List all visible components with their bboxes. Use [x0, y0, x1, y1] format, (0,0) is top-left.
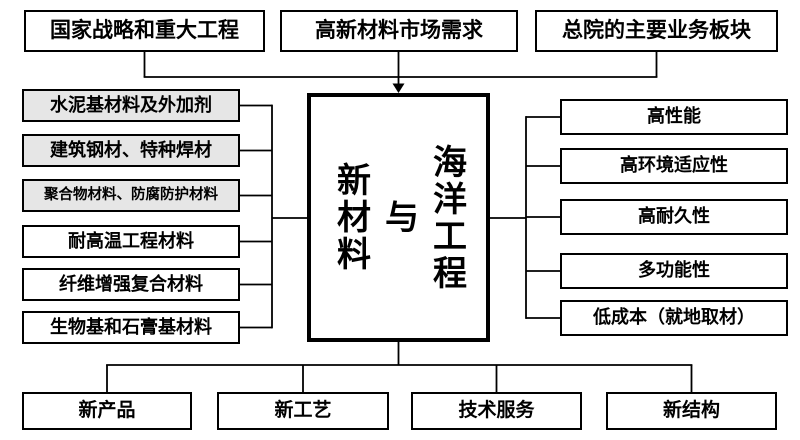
box-label: 建筑钢材、特种焊材 — [50, 139, 212, 160]
box-low-cost: 低成本（就地取材） — [560, 300, 788, 336]
box-label: 国家战略和重大工程 — [50, 19, 239, 43]
box-label: 水泥基材料及外加剂 — [50, 94, 212, 115]
box-business-segments: 总院的主要业务板块 — [535, 10, 778, 52]
box-construction-steel: 建筑钢材、特种焊材 — [22, 134, 240, 167]
box-new-products: 新产品 — [22, 392, 192, 430]
center-title-right-column: 海洋工程 — [427, 143, 466, 292]
box-environmental-adaptability: 高环境适应性 — [560, 148, 788, 184]
box-label: 高新材料市场需求 — [315, 19, 483, 43]
box-label: 纤维增强复合材料 — [59, 273, 203, 294]
box-label: 新产品 — [78, 399, 136, 421]
box-label: 聚合物材料、防腐防护材料 — [44, 186, 218, 203]
box-label: 新结构 — [662, 399, 720, 421]
box-durability: 高耐久性 — [560, 199, 788, 235]
center-title-middle-column: 与 — [379, 199, 418, 236]
arrow-down-icon — [392, 83, 405, 93]
center-title-left-column: 新材料 — [331, 162, 370, 273]
box-new-processes: 新工艺 — [217, 392, 389, 430]
box-label: 多功能性 — [638, 260, 710, 281]
box-polymer-materials: 聚合物材料、防腐防护材料 — [22, 179, 240, 212]
box-national-strategy: 国家战略和重大工程 — [24, 10, 265, 52]
box-high-temp-materials: 耐高温工程材料 — [22, 225, 240, 258]
box-technical-services: 技术服务 — [411, 392, 582, 430]
box-label: 新工艺 — [274, 399, 332, 421]
box-bio-gypsum-materials: 生物基和石膏基材料 — [22, 311, 240, 344]
box-multifunctionality: 多功能性 — [560, 253, 788, 289]
box-label: 低成本（就地取材） — [593, 307, 755, 328]
box-label: 高环境适应性 — [620, 155, 728, 176]
box-cement-materials: 水泥基材料及外加剂 — [22, 89, 240, 122]
box-new-structures: 新结构 — [606, 392, 777, 430]
box-marine-engineering-and-new-materials: 新材料 与 海洋工程 — [307, 93, 490, 342]
box-label: 总院的主要业务板块 — [562, 19, 751, 43]
box-label: 技术服务 — [458, 399, 535, 421]
box-high-performance: 高性能 — [560, 99, 788, 135]
box-label: 高耐久性 — [638, 206, 710, 227]
box-label: 生物基和石膏基材料 — [50, 316, 212, 337]
box-label: 耐高温工程材料 — [68, 230, 194, 251]
box-market-demand: 高新材料市场需求 — [280, 10, 518, 52]
box-fiber-composites: 纤维增强复合材料 — [22, 268, 240, 301]
box-label: 高性能 — [647, 106, 701, 127]
